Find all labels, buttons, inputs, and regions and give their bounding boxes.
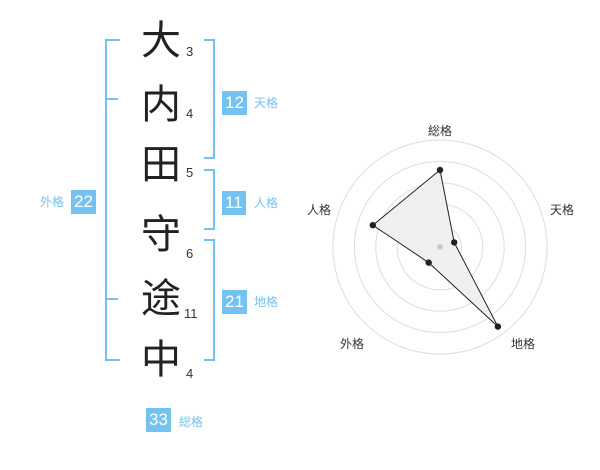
jinkaku-label: 人格 <box>254 196 279 210</box>
radar-label-chikaku: 地格 <box>511 337 536 351</box>
chikaku-bracket <box>204 239 215 361</box>
chikaku-value: 21 <box>222 290 247 314</box>
stroke-count-3: 5 <box>186 165 194 180</box>
jinkaku-value: 11 <box>222 191 246 215</box>
radar-polygon <box>371 169 499 327</box>
radar-label-jinkaku: 人格 <box>307 203 332 217</box>
stroke-count-2: 4 <box>186 106 194 121</box>
name-char-6: 中 <box>141 337 181 383</box>
radar-center-dot <box>437 244 443 250</box>
radar-points <box>369 166 502 330</box>
stroke-count-4: 6 <box>186 246 194 261</box>
name-char-4: 守 <box>141 212 181 258</box>
gaikaku-value: 22 <box>71 190 96 214</box>
radar-point-3 <box>494 323 502 330</box>
radar-point-4 <box>425 259 432 266</box>
stroke-count-5: 11 <box>184 306 198 321</box>
name-char-5: 途 <box>141 276 181 322</box>
radar-point-2 <box>451 239 458 246</box>
jinkaku-bracket <box>204 169 215 230</box>
soukaku-label: 総格 <box>179 415 204 429</box>
radar-label-soukaku: 総格 <box>428 124 453 138</box>
radar-point-5 <box>369 222 376 229</box>
tenkaku-label: 天格 <box>254 96 279 110</box>
name-char-3: 田 <box>141 142 181 188</box>
soukaku-value: 33 <box>146 408 171 432</box>
radar-ring-5 <box>332 139 548 355</box>
tenkaku-value: 12 <box>222 91 247 115</box>
gaikaku-bracket <box>105 39 120 361</box>
radar-ring-4 <box>353 160 527 334</box>
name-char-2: 内 <box>141 82 181 128</box>
gaikaku-label: 外格 <box>40 195 65 209</box>
chikaku-label: 地格 <box>254 295 279 309</box>
stroke-count-1: 3 <box>186 44 194 59</box>
name-char-1: 大 <box>141 18 181 64</box>
radar-point-1 <box>436 166 444 174</box>
stroke-count-6: 4 <box>186 366 194 381</box>
radar-label-gaikaku: 外格 <box>340 337 365 351</box>
tenkaku-bracket <box>204 39 215 159</box>
radar-label-tenkaku: 天格 <box>550 203 575 217</box>
